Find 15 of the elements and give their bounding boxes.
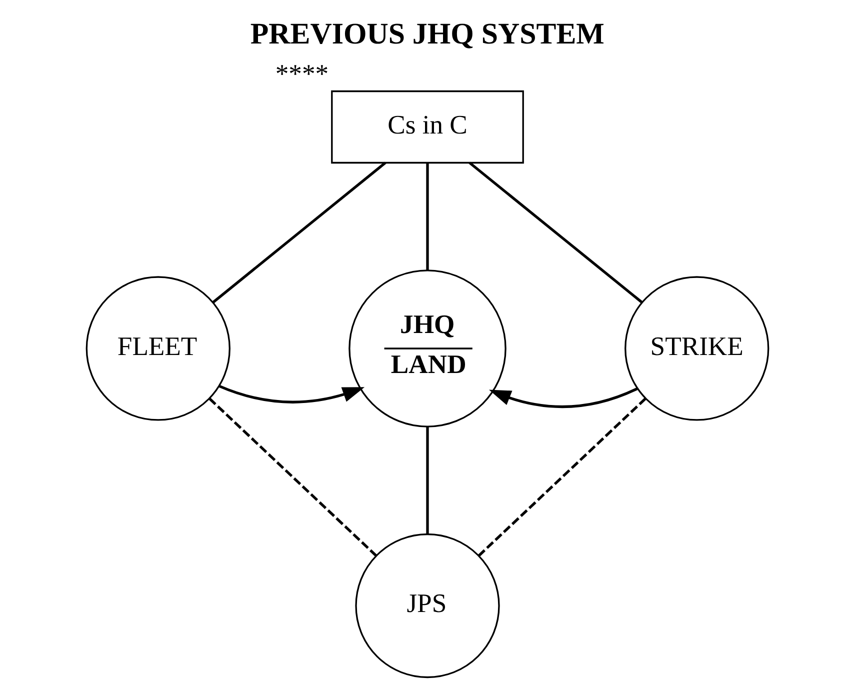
- connector: [426, 162, 428, 271]
- diagram-title: PREVIOUS JHQ SYSTEM: [250, 18, 604, 51]
- connector: [426, 426, 428, 534]
- node-box: Cs in C: [330, 90, 524, 164]
- connector: [212, 162, 386, 304]
- node-circle: FLEET: [85, 276, 230, 421]
- connector: [478, 398, 646, 556]
- arrow: [488, 388, 638, 408]
- connector: [208, 398, 376, 556]
- node-label: ****: [274, 58, 328, 89]
- node-circle: JPS: [354, 533, 500, 678]
- node-circle: STRIKE: [624, 276, 769, 421]
- arrow: [218, 384, 364, 404]
- connector: [468, 162, 642, 304]
- node-circle: JHQ LAND: [348, 270, 506, 428]
